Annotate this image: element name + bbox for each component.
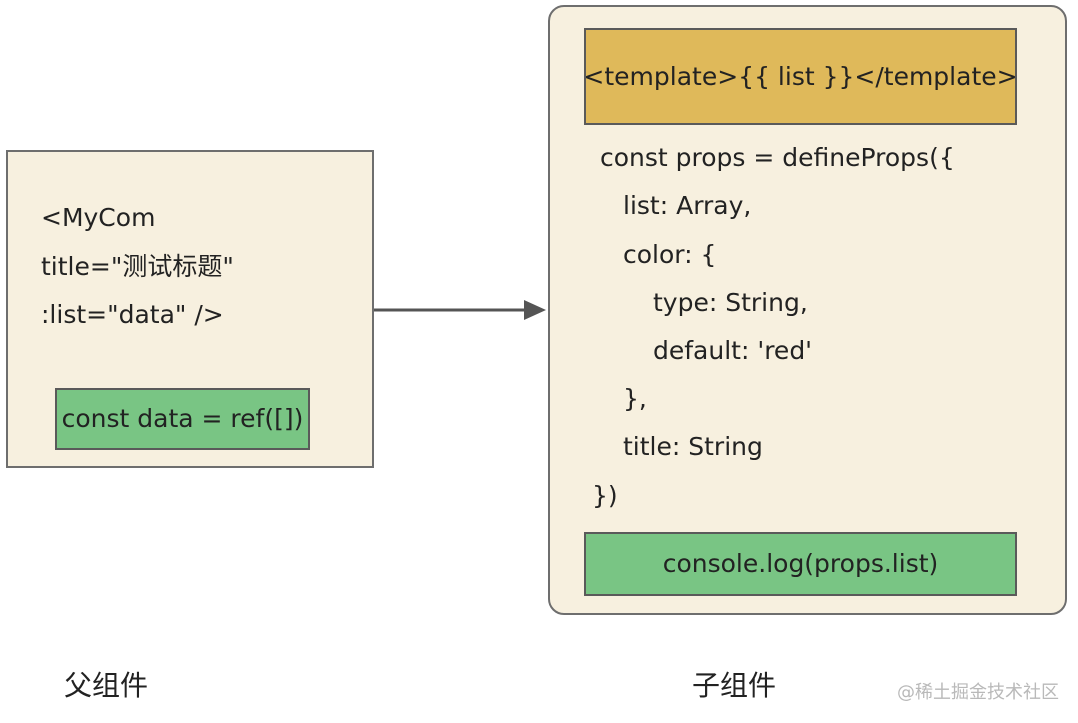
props-line-2: list: Array, — [623, 191, 752, 220]
props-line-8: }) — [592, 481, 618, 510]
parent-code-line-2: title="测试标题" — [41, 252, 234, 281]
console-code: console.log(props.list) — [662, 549, 939, 578]
parent-code-line-3: :list="data" /> — [41, 300, 224, 329]
parent-code-line-1: <MyCom — [41, 203, 156, 232]
props-line-6: }, — [623, 384, 647, 413]
parent-caption: 父组件 — [64, 669, 149, 702]
template-code: <template>{{ list }}</template> — [583, 61, 1018, 91]
arrow-connector — [374, 300, 546, 320]
parent-ref-box: const data = ref([]) — [55, 388, 310, 450]
console-box: console.log(props.list) — [584, 532, 1017, 596]
parent-ref-code: const data = ref([]) — [61, 404, 304, 433]
props-line-1: const props = defineProps({ — [600, 143, 955, 172]
child-caption: 子组件 — [692, 669, 777, 702]
template-box: <template>{{ list }}</template> — [583, 28, 1018, 125]
watermark: @稀土掘金技术社区 — [897, 682, 1059, 703]
arrow-head — [524, 300, 546, 320]
props-line-7: title: String — [623, 432, 763, 461]
props-line-3: color: { — [623, 240, 717, 269]
props-line-5: default: 'red' — [653, 336, 813, 365]
props-line-4: type: String, — [653, 288, 808, 317]
